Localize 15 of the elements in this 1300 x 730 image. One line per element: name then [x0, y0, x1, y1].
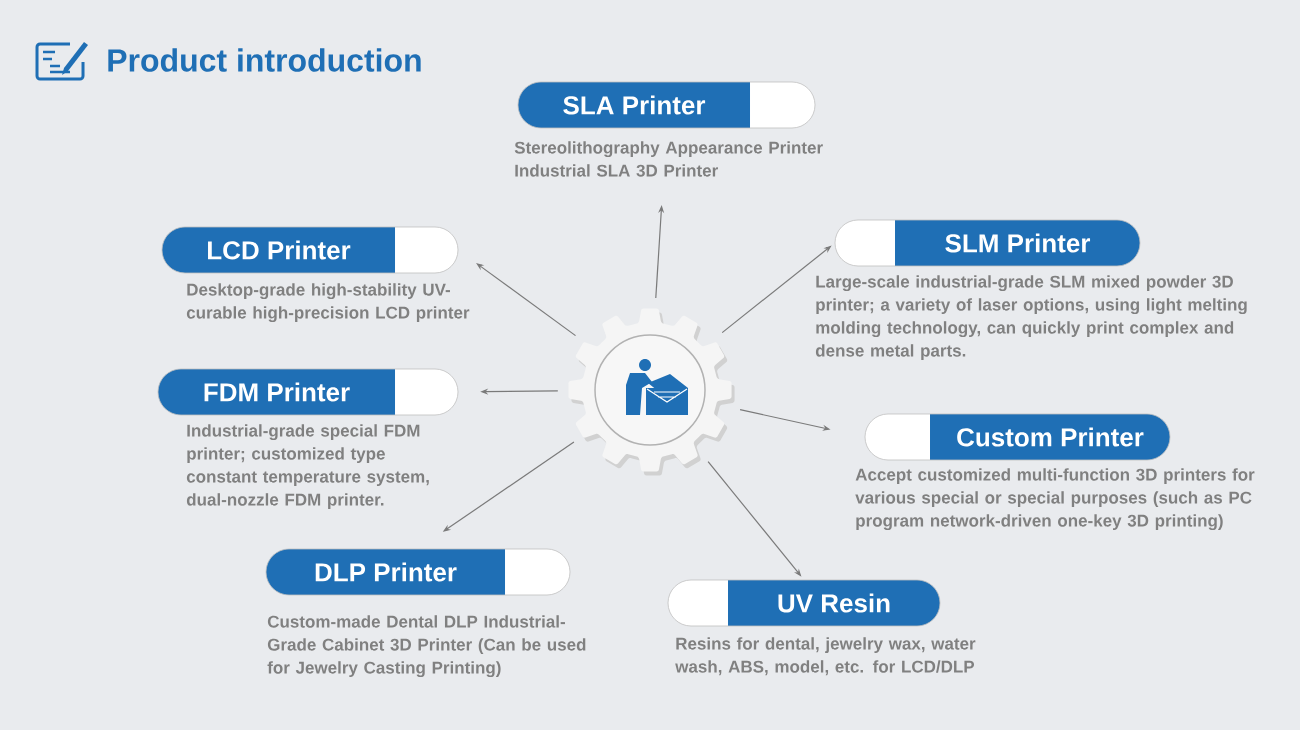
- pill-label: DLP Printer: [265, 548, 571, 596]
- description-text: Accept customized multi-function 3D printers for various special or special purposes (such as PC program network-driven one-key 3D printing): [855, 468, 1255, 531]
- pill-label: SLA Printer: [517, 81, 816, 129]
- title: Product introduction: [108, 48, 421, 72]
- description-text: Stereolithography Appearance Printer Industrial SLA 3D Printer: [514, 141, 823, 177]
- pill-label: FDM Printer: [157, 368, 459, 416]
- description-text: Large-scale industrial-grade SLM mixed powder 3D printer; a variety of laser options, using light melting molding technology, can quickly print complex and dense metal parts.: [815, 275, 1247, 361]
- description-text: Resins for dental, jewelry wax, water wash, ABS, model, etc. for LCD/DLP: [675, 637, 976, 676]
- pill-label: Custom Printer: [864, 413, 1171, 461]
- description-text: Custom-made Dental DLP Industrial-Grade Cabinet 3D Printer (Can be used for Jewelry Casting Printing): [267, 615, 586, 678]
- description-text: Industrial-grade special FDM printer; customized type constant temperature system, dual-nozzle FDM printer.: [186, 424, 429, 510]
- description-text: Desktop-grade high-stability UV-curable high-precision LCD printer: [186, 283, 470, 323]
- pill-label: SLM Printer: [834, 219, 1141, 267]
- pill-label: LCD Printer: [161, 226, 459, 274]
- pill-label: UV Resin: [667, 579, 941, 627]
